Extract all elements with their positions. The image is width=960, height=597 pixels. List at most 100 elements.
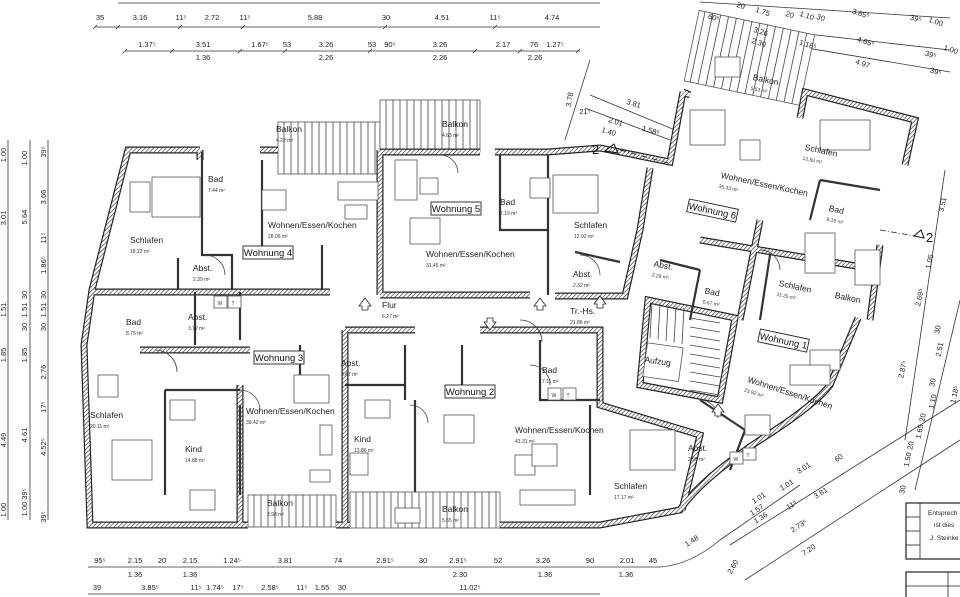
dimension-label: 3.26: [752, 25, 769, 38]
room-name: Schlafen: [90, 410, 123, 420]
dryer-icon: T: [562, 387, 577, 401]
dimension-label: 3.26: [536, 556, 551, 565]
dimension-label: 1.00: [0, 503, 8, 518]
room-name: Kind: [185, 444, 202, 454]
dimension-label: 2.51: [934, 341, 946, 357]
dimension-label: 1.36: [183, 570, 198, 579]
room-area: 2.32 m²: [573, 283, 590, 289]
apartment-label: Wohnung 2: [444, 384, 496, 399]
room-label: Wohnen/Essen/Kochen 28.06 m²: [268, 220, 357, 240]
dimension-label: 11⁵: [490, 13, 501, 22]
dimension-label: 4.51: [435, 13, 450, 22]
dimension-label: 45: [649, 556, 657, 565]
dimension-label: 39⁵: [39, 511, 48, 522]
dimension-label: 1.51: [39, 303, 48, 318]
room-name: Bad: [828, 203, 845, 216]
section-marker-label: 2: [926, 230, 933, 245]
room-name: Abst.: [193, 263, 212, 273]
room-name: Balkon: [834, 290, 862, 305]
room-area: 2.47 m²: [341, 372, 358, 378]
walls: [80, 87, 920, 529]
dimension-label: 52: [494, 556, 502, 565]
room-label: Bad 7.19 m²: [500, 197, 517, 217]
room-name: Flur: [382, 300, 397, 310]
dimension-label: 4.61: [20, 428, 29, 443]
dimension-label: 39⁵: [20, 488, 29, 499]
dimension-label: 53: [368, 40, 376, 49]
arrow-icon: [533, 297, 547, 311]
room-label: Abst.2.95 m²: [688, 443, 707, 463]
dimension-label: 2.91⁵: [449, 556, 467, 565]
room-name: Schlafen: [614, 481, 647, 491]
dimension-label: 30: [20, 323, 29, 331]
dimension-label: 1.24⁵: [223, 556, 241, 565]
room-name: Schlafen: [574, 220, 607, 230]
dimension-label: 3.66: [39, 190, 48, 205]
dimension-label: 30: [815, 12, 826, 23]
dimension-label: 39⁵: [924, 49, 938, 61]
dimension-label: 11⁵: [297, 583, 308, 592]
title-block-line: Entsprech: [928, 510, 958, 517]
dimension-label: 1.58⁵: [641, 124, 661, 138]
apartment-label: Wohnung 6: [686, 198, 739, 223]
dimension-label: 20: [735, 0, 746, 11]
room-area: 7.19 m²: [500, 211, 517, 217]
dimension-label: 1.51: [0, 303, 8, 318]
dimension-label: 3.26: [433, 40, 448, 49]
dimension-label: 3.78: [564, 92, 575, 108]
room-name: Schlafen: [130, 235, 163, 245]
dimension-label: 1.05: [924, 253, 936, 269]
room-name: Bad: [500, 197, 515, 207]
room-name: Balkon: [442, 119, 468, 129]
dimension-label: 3.81: [812, 485, 829, 501]
dimension-label: 1.36: [619, 570, 634, 579]
room-area: 4.63 m²: [442, 133, 459, 139]
appliance-label: W: [734, 457, 739, 463]
dimension-label: 1.27⁵: [546, 40, 564, 49]
room-name: Wohnen/Essen/Kochen: [268, 220, 357, 230]
dimension-label: 1.75: [754, 5, 771, 18]
dimension-label: 1.36: [538, 570, 553, 579]
room-name: Kind: [354, 434, 371, 444]
dimension-label: 39⁵: [929, 66, 943, 78]
section-marker-label: 2: [592, 142, 599, 157]
dimension-label: 11⁵: [191, 583, 202, 592]
dimension-label: 3.81: [625, 97, 642, 110]
room-area: 28.06 m²: [268, 234, 288, 240]
dimension-label: 30: [39, 323, 48, 331]
dimension-label: 30: [39, 291, 48, 299]
staircase: [649, 301, 721, 396]
room-area: 5.67 m²: [702, 299, 720, 308]
dimension-label: 1.65: [914, 423, 926, 439]
dimension-label: 35: [96, 13, 104, 22]
room-area: 35.33 m²: [718, 184, 739, 194]
dimension-label: 1.36: [196, 53, 211, 62]
room-area: 43.31 m²: [515, 439, 535, 445]
dimension-label: 2.30: [750, 36, 767, 49]
room-name: Abst.: [341, 358, 360, 368]
dimension-label: 1.48: [683, 533, 700, 549]
room-area: 7.11 m²: [542, 379, 559, 385]
room-name: Balkon: [276, 124, 302, 134]
dimension-label: 39⁵: [909, 13, 923, 25]
room-name: Bad: [208, 174, 223, 184]
room-label: Abst.2.39 m²: [193, 263, 212, 283]
room-label: Abst. 2.47 m²: [341, 358, 360, 378]
dimension-label: 11⁵: [39, 233, 48, 244]
room-name: Wohnen/Essen/Kochen: [426, 249, 515, 259]
appliance-label: T: [232, 301, 235, 307]
room-name: Wohnen/Essen/Kochen: [515, 425, 604, 435]
dimension-label: 11⁵: [176, 13, 187, 22]
room-name: Abst.: [653, 259, 674, 272]
